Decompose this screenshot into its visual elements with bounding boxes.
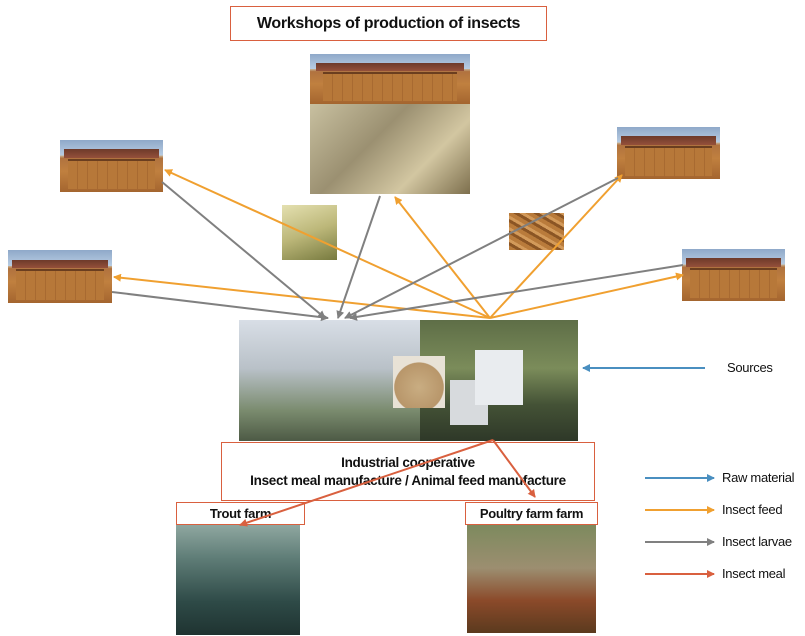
larvae-arrow-right-upper — [344, 177, 619, 319]
insect-meal-sample-photo — [393, 356, 445, 408]
insect-larvae-arrows — [111, 177, 684, 322]
meal-arrow-poultry — [492, 439, 536, 498]
feed-arrow-right-upper — [489, 174, 623, 319]
coop-line-2: Insect meal manufacture / Animal feed ma… — [250, 472, 566, 488]
legend-label-raw-material: Raw material — [722, 470, 795, 485]
legend-lines — [645, 474, 715, 578]
poultry-farm-label: Poultry farm farm — [465, 502, 598, 525]
larvae-arrow-right-lower — [349, 264, 684, 321]
insect-meal-arrows — [239, 439, 536, 527]
larvae-arrow-top — [336, 195, 381, 319]
feed-arrow-right-lower — [489, 272, 684, 319]
larvae-arrow-left-lower — [111, 291, 329, 322]
trout-farm-photo — [176, 525, 300, 635]
legend-label-insect-feed: Insect feed — [722, 502, 783, 517]
sources-label: Sources — [727, 360, 773, 375]
workshop-interior-photo — [310, 104, 470, 194]
feed-arrow-top — [394, 196, 491, 319]
legend-label-insect-larvae: Insect larvae — [722, 534, 792, 549]
diagram-title: Workshops of production of insects — [230, 6, 547, 41]
trout-farm-label: Trout farm — [176, 502, 305, 525]
larvae-arrow-left-upper — [161, 181, 326, 319]
insect-feed-arrows — [113, 169, 684, 319]
meal-arrow-trout — [239, 439, 494, 527]
feed-arrow-left-lower — [113, 273, 491, 319]
insect-feed-bag-photo — [282, 205, 337, 260]
workshop-barn-left-upper — [60, 140, 163, 192]
poultry-farm-photo — [467, 525, 596, 633]
workshop-barn-left-lower — [8, 250, 112, 303]
legend-label-insect-meal: Insect meal — [722, 566, 786, 581]
feed-arrow-left-upper — [164, 169, 491, 319]
workshop-barn-right-lower — [682, 249, 785, 301]
workshop-barn-right-upper — [617, 127, 720, 179]
workshop-barn-top — [310, 54, 470, 104]
cooperative-staff-photo — [239, 320, 420, 441]
factory-aerial-photo — [420, 320, 578, 441]
